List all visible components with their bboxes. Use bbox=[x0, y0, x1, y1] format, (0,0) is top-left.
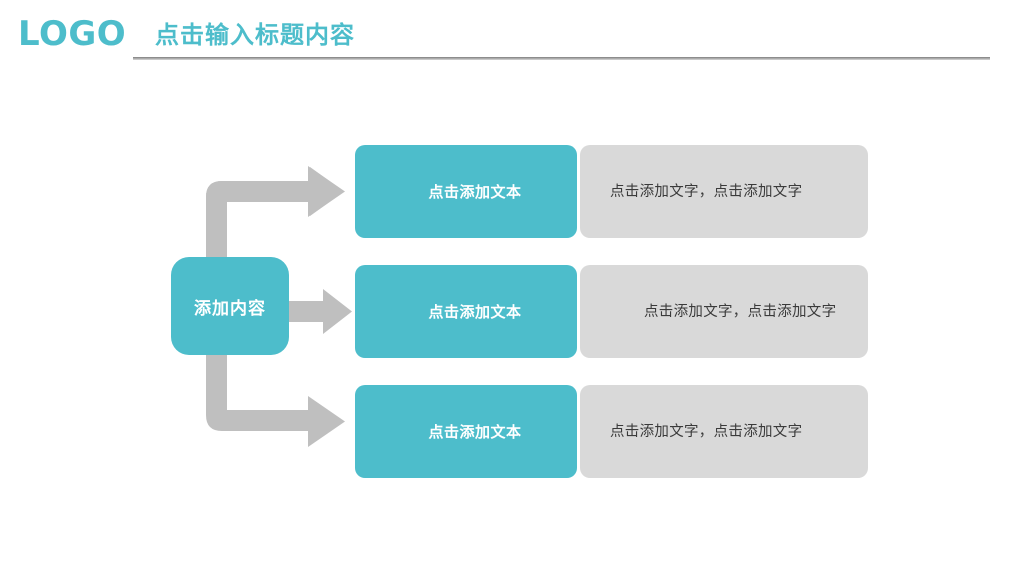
row-title-label: 点击添加文本 bbox=[428, 303, 522, 321]
slide-header: LOGO 点击输入标题内容 bbox=[0, 0, 1024, 70]
diagram-canvas: 添加内容 点击添加文本 点击添加文字，点击添加文字 点击添加文本 点击添加文字，… bbox=[0, 70, 1024, 576]
row-title-box[interactable]: 点击添加文本 bbox=[355, 265, 577, 358]
row-body-panel[interactable]: 点击添加文字，点击添加文字 bbox=[580, 385, 868, 478]
logo: LOGO bbox=[18, 14, 127, 54]
row-body-text: 点击添加文字，点击添加文字 bbox=[610, 423, 803, 440]
diagram-row: 点击添加文本 点击添加文字，点击添加文字 bbox=[355, 145, 868, 238]
root-node[interactable]: 添加内容 bbox=[171, 257, 289, 355]
elbow-up-arrow-icon bbox=[206, 166, 345, 270]
row-title-label: 点击添加文本 bbox=[428, 183, 522, 201]
row-title-label: 点击添加文本 bbox=[428, 423, 522, 441]
row-body-text: 点击添加文字，点击添加文字 bbox=[610, 183, 803, 200]
row-body-panel[interactable]: 点击添加文字，点击添加文字 bbox=[580, 145, 868, 238]
row-title-box[interactable]: 点击添加文本 bbox=[355, 145, 577, 238]
row-title-box[interactable]: 点击添加文本 bbox=[355, 385, 577, 478]
diagram-row: 点击添加文本 点击添加文字，点击添加文字 bbox=[355, 265, 868, 358]
header-divider bbox=[133, 57, 990, 60]
elbow-down-arrow-icon bbox=[206, 342, 345, 447]
diagram-row: 点击添加文本 点击添加文字，点击添加文字 bbox=[355, 385, 868, 478]
row-body-panel[interactable]: 点击添加文字，点击添加文字 bbox=[580, 265, 868, 358]
page-title: 点击输入标题内容 bbox=[155, 21, 355, 49]
straight-arrow-icon bbox=[289, 289, 352, 334]
root-node-label: 添加内容 bbox=[194, 298, 266, 319]
row-body-text: 点击添加文字，点击添加文字 bbox=[644, 303, 837, 320]
